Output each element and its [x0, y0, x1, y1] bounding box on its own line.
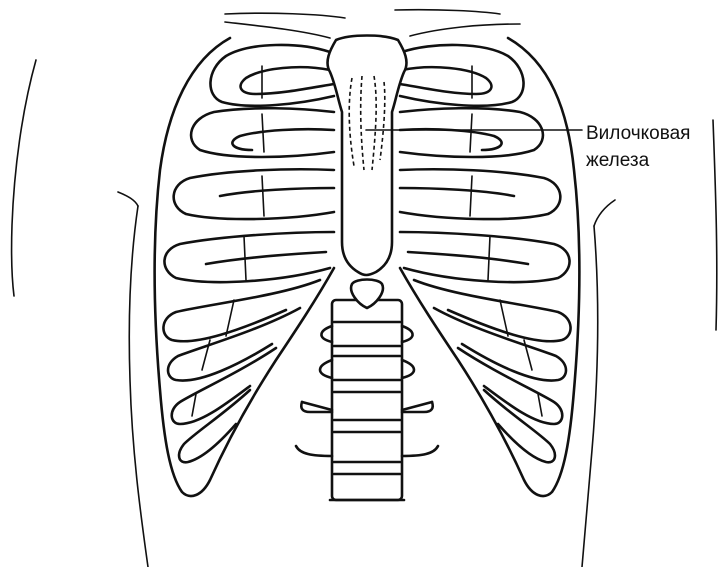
label-line-1: Вилочковая	[586, 123, 690, 144]
label-line-2: железа	[586, 150, 650, 171]
sternum	[328, 36, 407, 309]
left-ribs	[163, 45, 334, 462]
right-ribs	[400, 45, 571, 462]
thymus-label: Вилочковая железа	[366, 123, 690, 171]
vertebral-column	[296, 300, 438, 500]
